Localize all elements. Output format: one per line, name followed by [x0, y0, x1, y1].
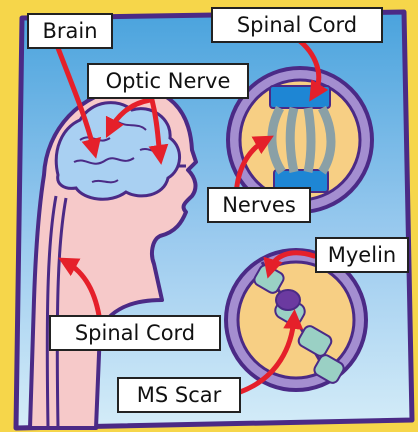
label-ms-scar: MS Scar: [118, 378, 240, 412]
label-nerves: Nerves: [208, 188, 310, 222]
label-spinal-cord-top: Spinal Cord: [212, 8, 382, 42]
label-optic-nerve: Optic Nerve: [88, 64, 248, 98]
label-myelin: Myelin: [316, 238, 408, 272]
label-myelin-text: Myelin: [328, 243, 396, 267]
label-spinal-cord-bottom: Spinal Cord: [50, 316, 220, 350]
label-spinal-cord-bottom-text: Spinal Cord: [75, 321, 195, 345]
label-brain: Brain: [28, 14, 112, 48]
label-optic-nerve-text: Optic Nerve: [106, 69, 231, 93]
label-spinal-cord-top-text: Spinal Cord: [237, 13, 357, 37]
label-ms-scar-text: MS Scar: [137, 383, 222, 407]
ms-scar-mark: [276, 290, 300, 310]
label-nerves-text: Nerves: [222, 193, 296, 217]
label-brain-text: Brain: [42, 19, 97, 43]
